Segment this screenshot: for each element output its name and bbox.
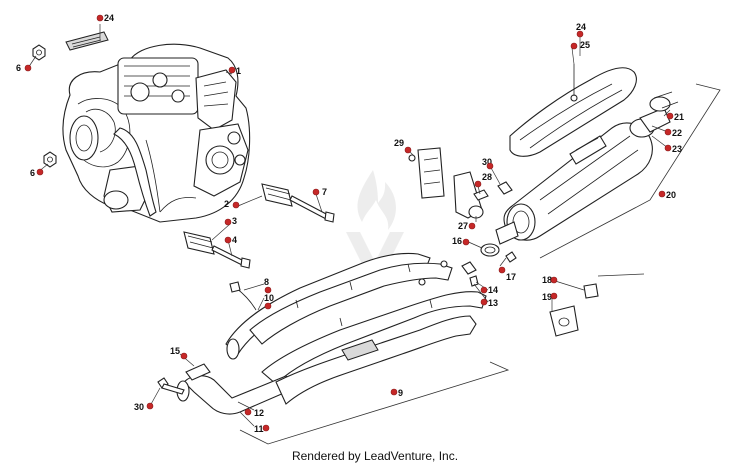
- callout-dot: [474, 180, 482, 188]
- callout-dot: [224, 218, 232, 226]
- callout-number: 14: [488, 285, 498, 295]
- callout-number: 19: [542, 292, 552, 302]
- callout-dot: [468, 222, 476, 230]
- callout-dot: [462, 238, 470, 246]
- callout-dot: [658, 190, 666, 198]
- callout-number: 13: [488, 298, 498, 308]
- callout-dot: [24, 64, 32, 72]
- muffler-assembly: [495, 91, 679, 245]
- group-brackets: [239, 83, 721, 445]
- callout-number: 20: [666, 190, 676, 200]
- callout-number: 4: [232, 235, 237, 245]
- joint-hardware: [461, 243, 517, 287]
- clamp-and-bolt-lower: [183, 231, 251, 269]
- watermark-logo: [346, 170, 404, 280]
- callout-dot: [570, 42, 578, 50]
- engine-assembly: [62, 43, 251, 223]
- callout-dot: [480, 298, 488, 306]
- callout-number: 24: [576, 22, 586, 32]
- render-credit: Rendered by LeadVenture, Inc.: [291, 449, 459, 463]
- callout-number: 7: [322, 187, 327, 197]
- callout-number: 23: [672, 144, 682, 154]
- hanger-bracket-part: [549, 283, 599, 337]
- callout-dot: [480, 286, 488, 294]
- callout-number: 12: [254, 408, 264, 418]
- callout-number: 3: [232, 216, 237, 226]
- callout-number: 6: [30, 168, 35, 178]
- callout-number: 2: [224, 199, 229, 209]
- callout-dot: [224, 236, 232, 244]
- callout-dot: [264, 286, 272, 294]
- callout-number: 1: [236, 66, 241, 76]
- callout-dot: [404, 146, 412, 154]
- callout-number: 30: [134, 402, 144, 412]
- callout-dot: [664, 128, 672, 136]
- decal-part: [65, 31, 109, 51]
- callout-dot: [36, 168, 44, 176]
- callout-dot: [312, 188, 320, 196]
- callout-dot: [146, 402, 154, 410]
- callout-number: 22: [672, 128, 682, 138]
- callout-dot: [550, 276, 558, 284]
- callout-dot: [550, 292, 558, 300]
- callout-number: 16: [452, 236, 462, 246]
- callout-dot: [486, 162, 494, 170]
- callout-number: 28: [482, 172, 492, 182]
- callout-number: 25: [580, 40, 590, 50]
- callout-number: 18: [542, 275, 552, 285]
- callout-number: 10: [264, 293, 274, 303]
- head-pipe-assembly: [176, 252, 487, 415]
- callout-number: 30: [482, 157, 492, 167]
- callout-number: 17: [506, 272, 516, 282]
- clamp-and-bolt-upper: [261, 183, 335, 223]
- callout-number: 8: [264, 277, 269, 287]
- heat-shield-part: [509, 64, 637, 157]
- callout-number: 11: [254, 424, 264, 434]
- callout-number: 6: [16, 63, 21, 73]
- callout-number: 21: [674, 112, 684, 122]
- callout-number: 24: [104, 13, 114, 23]
- callout-dot: [390, 388, 398, 396]
- callout-number: 29: [394, 138, 404, 148]
- callout-dot: [180, 352, 188, 360]
- callout-dot: [498, 266, 506, 274]
- callout-dot: [666, 112, 674, 120]
- callout-number: 15: [170, 346, 180, 356]
- callout-dot: [232, 201, 240, 209]
- bolt-part-30: [157, 377, 185, 395]
- callout-number: 27: [458, 221, 468, 231]
- callout-dot: [96, 14, 104, 22]
- callout-dot: [262, 424, 270, 432]
- callout-dot: [228, 66, 236, 74]
- callout-dot: [264, 302, 272, 310]
- callout-dot: [664, 144, 672, 152]
- mounting-bracket-part: [408, 147, 513, 219]
- callout-dot: [576, 30, 584, 38]
- callout-number: 9: [398, 388, 403, 398]
- callout-labels: 24 1 6 6 2 7 3 4 8 10 9 11 12 13 14 15 1…: [16, 13, 684, 434]
- nut-part: [32, 44, 57, 168]
- callout-dot: [244, 408, 252, 416]
